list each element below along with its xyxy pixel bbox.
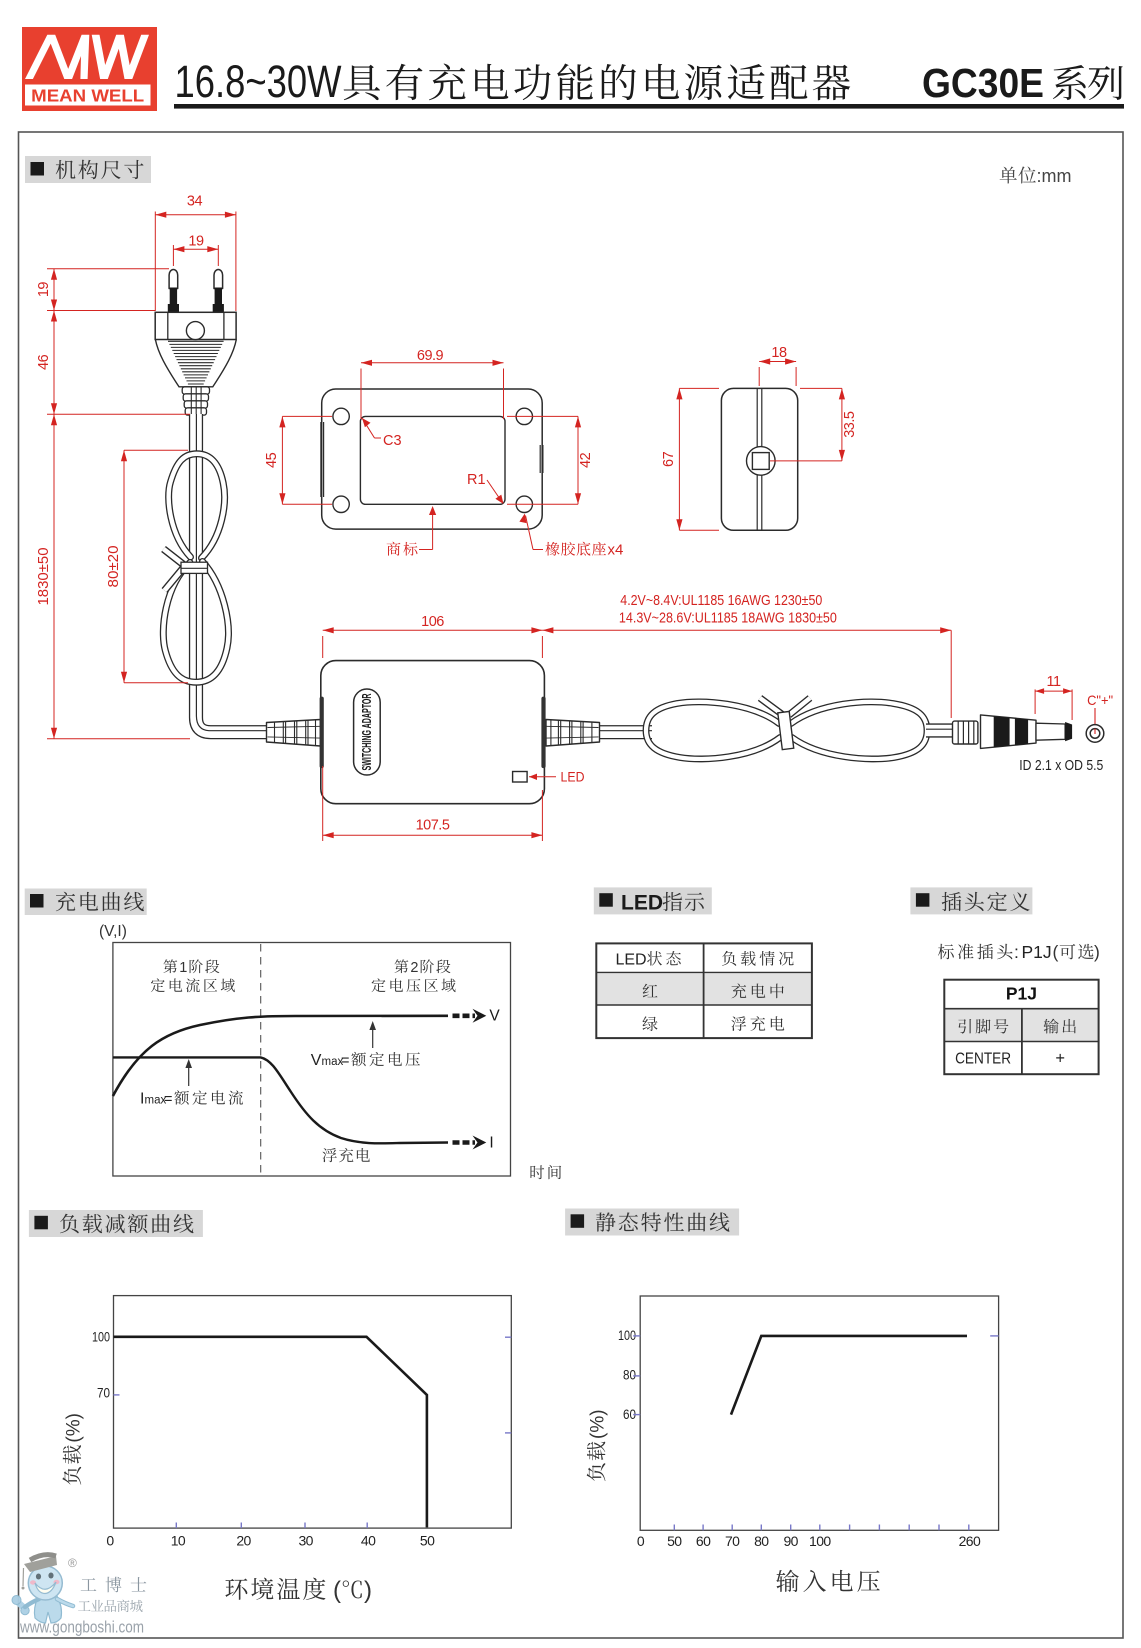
svg-text:LED: LED <box>615 951 646 968</box>
svg-text:C"+": C"+" <box>1087 692 1113 708</box>
svg-text:GC30E: GC30E <box>922 60 1044 106</box>
svg-text:I: I <box>489 1134 493 1151</box>
svg-text:4.2V~8.4V:UL1185 16AWG 1230±50: 4.2V~8.4V:UL1185 16AWG 1230±50 <box>620 593 822 609</box>
svg-text:I: I <box>140 1091 144 1108</box>
svg-text:20: 20 <box>236 1533 251 1549</box>
svg-text:=: = <box>164 1092 172 1108</box>
svg-text:70: 70 <box>97 1385 110 1401</box>
svg-text:90: 90 <box>784 1533 799 1549</box>
svg-text:max: max <box>145 1095 167 1107</box>
svg-text:50: 50 <box>667 1533 682 1549</box>
svg-text:MEAN WELL: MEAN WELL <box>31 86 144 106</box>
svg-text:(%): (%) <box>64 1413 85 1443</box>
svg-text:max: max <box>322 1056 344 1068</box>
svg-text:V: V <box>489 1008 500 1025</box>
svg-text:40: 40 <box>361 1533 376 1549</box>
svg-text:(V,I): (V,I) <box>99 923 127 940</box>
svg-text:100: 100 <box>92 1328 110 1344</box>
svg-text:19: 19 <box>188 233 204 249</box>
svg-text:P1J: P1J <box>1006 984 1037 1004</box>
svg-text:V: V <box>311 1052 322 1069</box>
svg-text:60: 60 <box>696 1533 711 1549</box>
svg-text:®: ® <box>68 1556 77 1570</box>
svg-text:16.8~30W: 16.8~30W <box>175 56 342 107</box>
svg-text:(: ( <box>1053 942 1059 962</box>
svg-text:): ) <box>1094 942 1100 962</box>
svg-text:ID 2.1 x OD 5.5: ID 2.1 x OD 5.5 <box>1019 758 1103 774</box>
svg-text:C3: C3 <box>383 433 402 449</box>
svg-text:42: 42 <box>578 452 594 468</box>
svg-text:60: 60 <box>623 1406 636 1422</box>
svg-text:R1: R1 <box>467 472 486 488</box>
svg-text:107.5: 107.5 <box>416 818 450 834</box>
svg-text:19: 19 <box>36 282 52 298</box>
svg-text:100: 100 <box>618 1327 636 1343</box>
svg-text::: : <box>1014 942 1019 962</box>
svg-text:30: 30 <box>299 1533 314 1549</box>
svg-text:50: 50 <box>420 1533 435 1549</box>
svg-text:106: 106 <box>421 614 444 630</box>
svg-text:260: 260 <box>959 1533 981 1549</box>
svg-text:(%): (%) <box>588 1409 609 1439</box>
svg-text:100: 100 <box>809 1533 831 1549</box>
svg-text:P1J: P1J <box>1022 942 1052 962</box>
svg-text:1830±50: 1830±50 <box>36 548 52 606</box>
svg-text:14.3V~28.6V:UL1185 18AWG 1830±: 14.3V~28.6V:UL1185 18AWG 1830±50 <box>619 610 837 626</box>
svg-text:): ) <box>364 1577 372 1604</box>
svg-text:80: 80 <box>623 1367 636 1383</box>
svg-text:70: 70 <box>725 1533 740 1549</box>
svg-text:18: 18 <box>771 345 787 361</box>
svg-text:+: + <box>1055 1050 1065 1068</box>
svg-text:67: 67 <box>661 451 677 467</box>
svg-text:34: 34 <box>187 194 203 210</box>
svg-text:33.5: 33.5 <box>842 411 858 438</box>
svg-text:LED: LED <box>561 769 585 785</box>
svg-text:46: 46 <box>36 354 52 370</box>
svg-text:80±20: 80±20 <box>106 546 122 588</box>
svg-text::mm: :mm <box>1037 166 1072 186</box>
svg-text:45: 45 <box>264 452 280 468</box>
svg-text:=: = <box>341 1053 349 1069</box>
svg-text:(: ( <box>333 1577 341 1604</box>
svg-text:11: 11 <box>1046 674 1060 690</box>
svg-text:0: 0 <box>637 1533 645 1549</box>
svg-text:0: 0 <box>106 1533 114 1549</box>
svg-text:www.gongboshi.com: www.gongboshi.com <box>19 1619 144 1637</box>
svg-text:69.9: 69.9 <box>417 348 444 364</box>
svg-text:CENTER: CENTER <box>955 1051 1011 1068</box>
svg-text:1: 1 <box>179 960 187 976</box>
svg-text:SWITCHING ADAPTOR: SWITCHING ADAPTOR <box>360 694 374 771</box>
svg-text:x4: x4 <box>608 542 624 559</box>
svg-text:80: 80 <box>754 1533 769 1549</box>
svg-text:LED: LED <box>621 892 663 915</box>
svg-text:2: 2 <box>410 960 418 976</box>
svg-text:10: 10 <box>171 1533 186 1549</box>
